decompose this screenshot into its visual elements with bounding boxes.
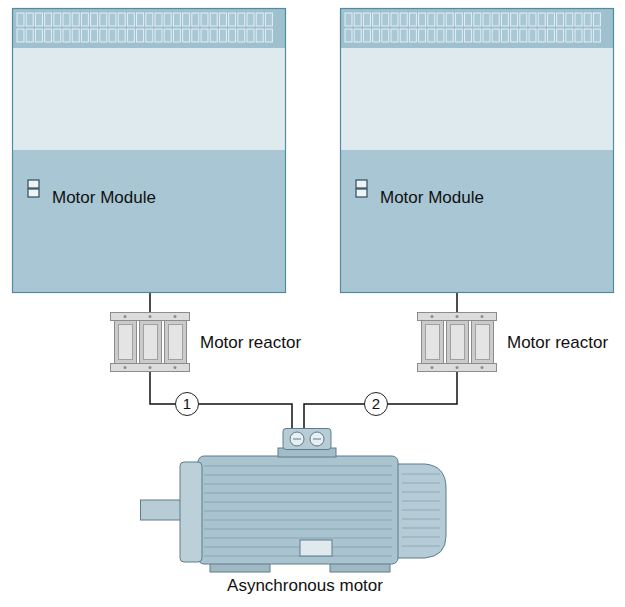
module-label: Motor Module bbox=[380, 188, 484, 208]
cable-line bbox=[304, 372, 457, 428]
cable-line bbox=[150, 372, 292, 428]
callout-number: 1 bbox=[175, 392, 199, 416]
asynchronous-motor: Asynchronous motor bbox=[140, 428, 470, 603]
motor-label: Asynchronous motor bbox=[140, 576, 470, 596]
motor-module: Motor Module bbox=[340, 8, 614, 293]
reactor-illustration bbox=[417, 312, 497, 372]
motor-module: Motor Module bbox=[12, 8, 286, 293]
cable-line bbox=[456, 293, 458, 312]
callout-number: 2 bbox=[364, 392, 388, 416]
reactor-label: Motor reactor bbox=[200, 333, 301, 353]
module-label: Motor Module bbox=[52, 188, 156, 208]
cable-line bbox=[149, 293, 151, 312]
reactor-illustration bbox=[110, 312, 190, 372]
motor-reactor: Motor reactor bbox=[417, 312, 612, 372]
module-illustration bbox=[340, 8, 614, 293]
motor-reactor: Motor reactor bbox=[110, 312, 305, 372]
module-illustration bbox=[12, 8, 286, 293]
reactor-label: Motor reactor bbox=[507, 333, 608, 353]
